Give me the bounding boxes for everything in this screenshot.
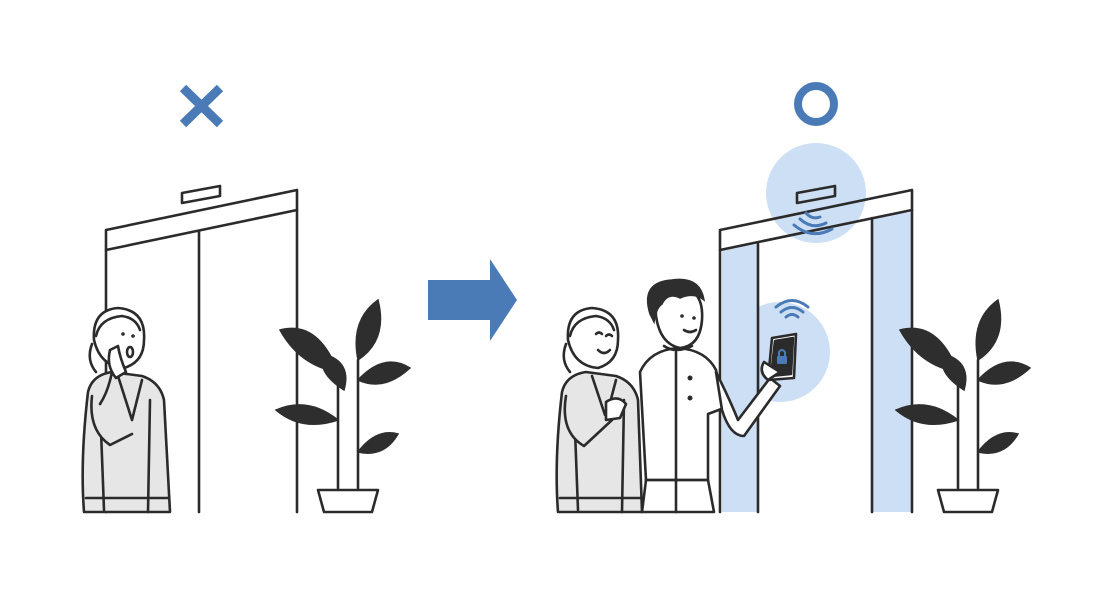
woman-worried (81, 306, 172, 514)
woman-happy (555, 306, 644, 514)
panel-before (81, 84, 412, 514)
cross-mark-icon (179, 84, 224, 128)
elevator-door-open (718, 184, 914, 514)
sensor-highlight (766, 143, 866, 243)
right-arrow-icon (428, 259, 517, 341)
panel-after (555, 82, 1032, 514)
lock-icon (777, 349, 787, 364)
potted-plant (274, 298, 412, 514)
circle-mark-icon (794, 82, 838, 126)
wireless-signal-icon (774, 299, 810, 319)
caregiver-man (638, 278, 782, 514)
potted-plant (894, 298, 1032, 514)
wireless-signal-icon (792, 211, 834, 236)
smartphone-icon (760, 332, 798, 382)
